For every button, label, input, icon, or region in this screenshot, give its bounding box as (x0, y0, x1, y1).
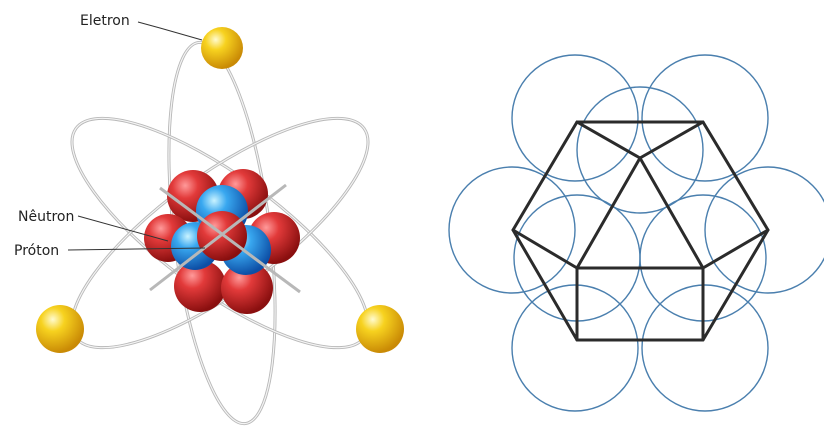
electron-label: Eletron (80, 13, 130, 29)
polyhedron-edge (640, 158, 703, 268)
sphere-circle (512, 55, 638, 181)
proton-label: Próton (14, 243, 59, 259)
sphere-circle (642, 55, 768, 181)
polyhedron-upper-edges (577, 122, 703, 158)
electron-leader-line (138, 22, 202, 40)
atom-diagram: Eletron Nêutron Próton (14, 13, 404, 427)
sphere-circle (512, 285, 638, 411)
polyhedron-outline (513, 122, 768, 340)
electron-sphere (201, 27, 243, 69)
polyhedron-edges (513, 122, 768, 340)
polyhedron-edge (577, 158, 640, 268)
sphere-packing-diagram (449, 55, 824, 411)
neutron-label: Nêutron (18, 209, 74, 225)
electron-sphere (36, 305, 84, 353)
sphere-circle (642, 285, 768, 411)
sphere-circle (577, 87, 703, 213)
electron-sphere (356, 305, 404, 353)
